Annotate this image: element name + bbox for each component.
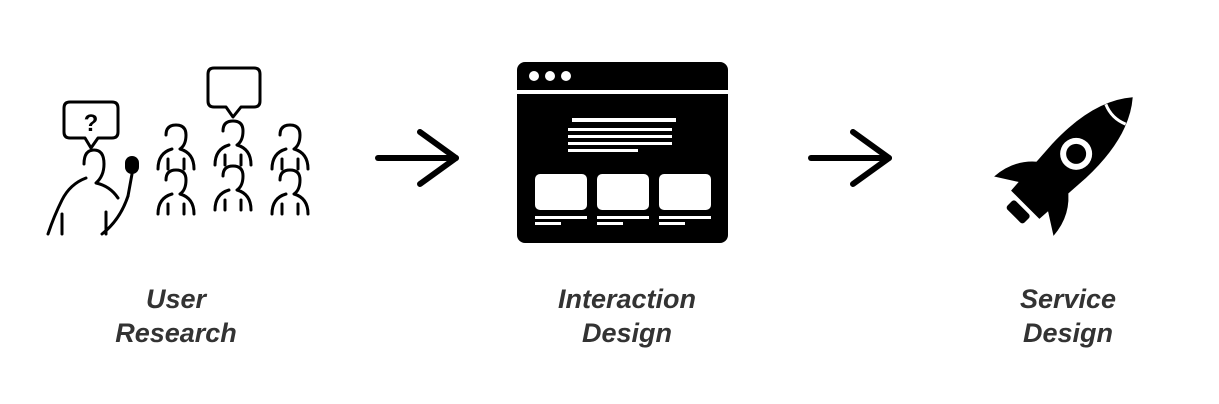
microphone-icon (125, 156, 139, 198)
browser-window (517, 62, 728, 243)
content-cards (535, 174, 711, 225)
window-dot-2 (545, 71, 555, 81)
interviewer-figure (46, 148, 130, 236)
audience-person-icon (156, 123, 196, 171)
caption-line-1: Service (1019, 284, 1117, 314)
caption-service-design: Service Design (948, 282, 1188, 350)
question-speech-bubble: ? (62, 100, 120, 150)
window-dot-1 (529, 71, 539, 81)
audience-person-icon (270, 168, 310, 216)
audience-interview-icon: ? (46, 66, 262, 236)
question-mark-text: ? (84, 110, 99, 137)
caption-line-1: User (145, 284, 207, 314)
rocket-icon (994, 97, 1133, 236)
caption-interaction-design: Interaction Design (507, 282, 747, 350)
caption-user-research: User Research (56, 282, 296, 350)
audience-person-icon (213, 119, 253, 167)
browser-titlebar-divider (517, 90, 728, 94)
browser-wireframe-icon (517, 62, 728, 243)
audience-figures (156, 119, 310, 216)
audience-person-icon (213, 164, 253, 212)
audience-person-icon (156, 168, 196, 216)
window-dot-3 (561, 71, 571, 81)
caption-line-2: Design (1022, 318, 1114, 348)
audience-speech-bubble (206, 66, 262, 119)
arrow-right-icon (808, 129, 892, 187)
hero-text-lines (568, 118, 676, 152)
caption-line-1: Interaction (557, 284, 697, 314)
audience-person-icon (270, 123, 310, 171)
caption-line-2: Design (581, 318, 673, 348)
caption-line-2: Research (115, 318, 237, 348)
arrow-right-icon (375, 129, 459, 187)
